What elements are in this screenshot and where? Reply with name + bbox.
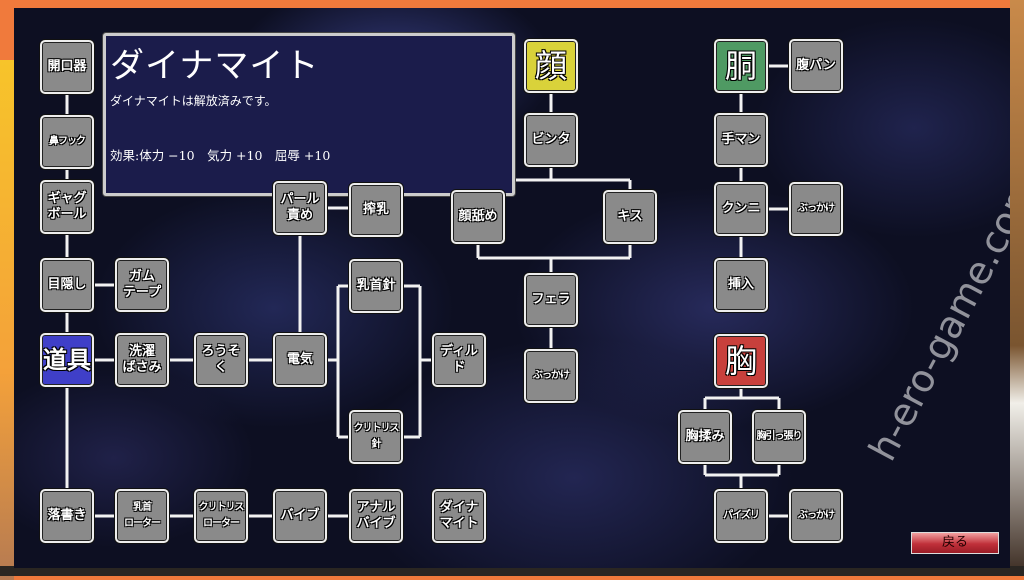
- stream-frame-left: [0, 60, 14, 580]
- skill-node-kunni[interactable]: クンニ: [714, 182, 768, 236]
- skill-tree-screen: ダイナマイト ダイナマイトは解放済みです。 効果:体力 −10 気力 +10 屈…: [14, 8, 1010, 568]
- skill-node-paizuri[interactable]: パイズリ: [714, 489, 768, 543]
- skill-node-clitoris-hari[interactable]: クリトリス 針: [349, 410, 403, 464]
- skill-node-chikubi-rotor[interactable]: 乳首 ローター: [115, 489, 169, 543]
- skill-node-hara-pan[interactable]: 腹パン: [789, 39, 843, 93]
- skill-node-hana-hook[interactable]: 鼻フック: [40, 115, 94, 169]
- description-panel: ダイナマイト ダイナマイトは解放済みです。 効果:体力 −10 気力 +10 屈…: [103, 33, 515, 196]
- stream-frame-right: [1010, 0, 1024, 576]
- skill-node-dynamite[interactable]: ダイナ マイト: [432, 489, 486, 543]
- skill-node-bukkake-torso[interactable]: ぶっかけ: [789, 182, 843, 236]
- skill-title: ダイナマイト: [110, 46, 320, 86]
- skill-node-kao-name[interactable]: 顔舐め: [451, 190, 505, 244]
- category-kao[interactable]: 顔: [524, 39, 578, 93]
- skill-node-kiss[interactable]: キス: [603, 190, 657, 244]
- skill-node-vibe[interactable]: バイブ: [273, 489, 327, 543]
- skill-node-binta[interactable]: ビンタ: [524, 113, 578, 167]
- skill-node-gag-ball[interactable]: ギャグ ボール: [40, 180, 94, 234]
- skill-node-dildo[interactable]: ディルド: [432, 333, 486, 387]
- skill-effect-text: 効果:体力 −10 気力 +10 屈辱 +10: [110, 148, 331, 163]
- skill-node-mune-hippari[interactable]: 胸引っ張り: [752, 410, 806, 464]
- back-button[interactable]: 戻る: [911, 532, 999, 554]
- stream-frame-bottom: [0, 566, 1024, 576]
- skill-node-anal-vibe[interactable]: アナル バイブ: [349, 489, 403, 543]
- category-dougu[interactable]: 道具: [40, 333, 94, 387]
- skill-node-fella[interactable]: フェラ: [524, 273, 578, 327]
- skill-node-bukkake-chest[interactable]: ぶっかけ: [789, 489, 843, 543]
- category-dou[interactable]: 胴: [714, 39, 768, 93]
- skill-node-sounyu[interactable]: 挿入: [714, 258, 768, 312]
- skill-node-clitoris-rotor[interactable]: クリトリス ローター: [194, 489, 248, 543]
- skill-node-mune-momi[interactable]: 胸揉み: [678, 410, 732, 464]
- skill-node-kaikouki[interactable]: 開口器: [40, 40, 94, 94]
- skill-node-denki[interactable]: 電気: [273, 333, 327, 387]
- skill-node-rousoku[interactable]: ろうそく: [194, 333, 248, 387]
- skill-node-rakugaki[interactable]: 落書き: [40, 489, 94, 543]
- skill-node-teman[interactable]: 手マン: [714, 113, 768, 167]
- skill-node-sentaku-basami[interactable]: 洗濯 ばさみ: [115, 333, 169, 387]
- skill-node-gum-tape[interactable]: ガム テープ: [115, 258, 169, 312]
- skill-node-chikubi-hari[interactable]: 乳首針: [349, 259, 403, 313]
- skill-node-sakunyu[interactable]: 搾乳: [349, 183, 403, 237]
- category-mune[interactable]: 胸: [714, 334, 768, 388]
- skill-node-mekakushi[interactable]: 目隠し: [40, 258, 94, 312]
- skill-status-text: ダイナマイトは解放済みです。: [110, 94, 277, 108]
- skill-node-bukkake-face[interactable]: ぶっかけ: [524, 349, 578, 403]
- skill-node-pearl-seme[interactable]: パール 責め: [273, 181, 327, 235]
